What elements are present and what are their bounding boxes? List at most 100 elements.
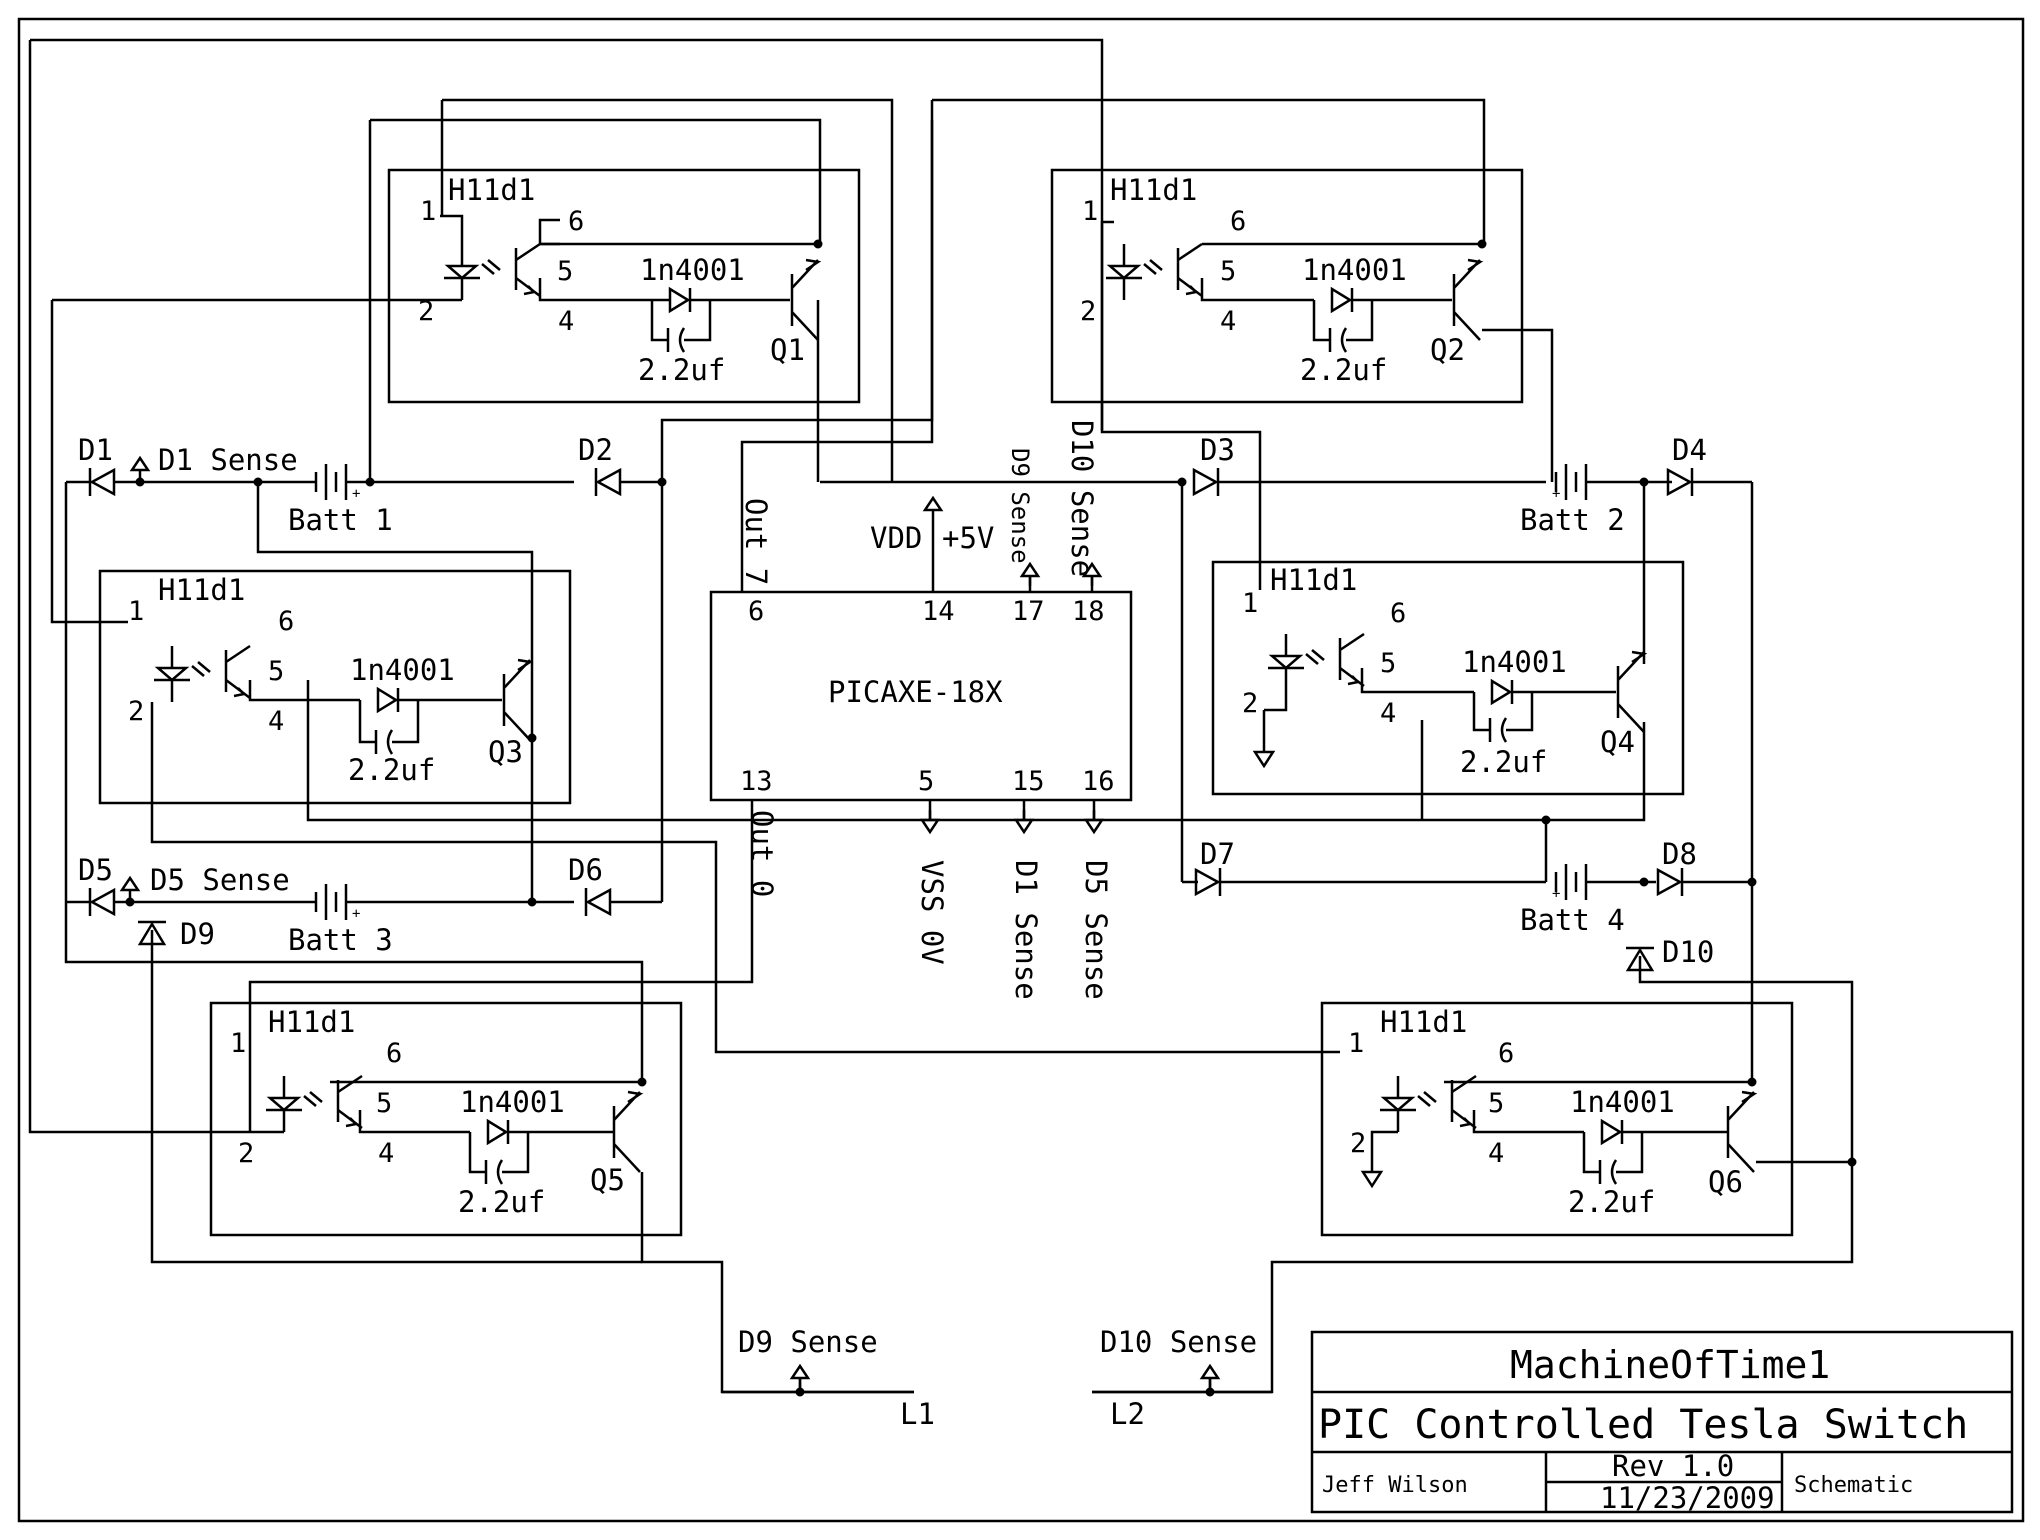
revision: Rev 1.0 (1612, 1449, 1734, 1483)
svg-text:5: 5 (557, 256, 573, 287)
svg-text:2: 2 (1350, 1128, 1366, 1159)
svg-text:4: 4 (1220, 306, 1236, 337)
q1-label: Q1 (770, 333, 805, 367)
author-handle: MachineOfTime1 (1510, 1343, 1830, 1387)
d10-sense-vertical: D10 Sense (1065, 420, 1099, 577)
svg-text:1n4001: 1n4001 (1302, 253, 1407, 287)
svg-text:5: 5 (1380, 648, 1396, 679)
module-q4: H11d1 1 2 6 5 4 1n4001 2.2uf Q4 (1211, 560, 1685, 796)
svg-text:4: 4 (378, 1138, 394, 1169)
chip-name: PICAXE-18X (828, 675, 1003, 709)
loads: D9 Sense L1 D10 Sense L2 (722, 1325, 1272, 1431)
mid-rail: D5 D6 D5 Sense Batt 3 + D9 D7 D8 Batt 4 … (66, 837, 1752, 972)
svg-text:18: 18 (1072, 596, 1105, 627)
batt3-label: Batt 3 (288, 923, 393, 957)
d9-label: D9 (180, 917, 215, 951)
svg-text:1n4001: 1n4001 (350, 653, 455, 687)
out0-label: Out 0 (745, 810, 779, 897)
svg-text:1: 1 (1082, 196, 1098, 227)
svg-text:+: + (1552, 486, 1560, 502)
svg-text:+: + (352, 486, 360, 502)
d8-label: D8 (1662, 837, 1697, 871)
plus5v-label: +5V (942, 521, 994, 555)
svg-text:+: + (352, 906, 360, 922)
top-rail: D1 D2 D1 Sense Batt 1 + D3 D4 Batt 2 + (66, 433, 1752, 537)
date: 11/23/2009 (1600, 1481, 1775, 1515)
svg-text:2: 2 (1242, 688, 1258, 719)
vss-label: VSS 0V (915, 860, 949, 965)
svg-text:6: 6 (386, 1038, 402, 1069)
svg-text:16: 16 (1082, 766, 1115, 797)
svg-text:H11d1: H11d1 (268, 1005, 355, 1039)
diode-label: 1n4001 (640, 253, 745, 287)
svg-text:1n4001: 1n4001 (1570, 1085, 1675, 1119)
module-q5: H11d1 1 2 6 5 4 1n4001 2.2uf Q5 (209, 1001, 683, 1237)
svg-text:13: 13 (740, 766, 773, 797)
d1-sense-vertical: D1 Sense (1009, 860, 1043, 1000)
svg-text:2.2uf: 2.2uf (348, 753, 435, 787)
module-q1: H11d1 1 2 6 5 4 1n4001 2.2uf Q1 (387, 168, 861, 404)
svg-text:4: 4 (558, 306, 574, 337)
svg-text:6: 6 (568, 206, 584, 237)
opto-label: H11d1 (448, 173, 535, 207)
d9-sense-vertical: D9 Sense (1006, 448, 1034, 564)
d10-sense-bottom: D10 Sense (1100, 1325, 1257, 1359)
junctions (125, 239, 1857, 1167)
q4-label: Q4 (1600, 725, 1635, 759)
module-q3: H11d1 1 2 6 5 4 1n4001 2.2uf Q3 (98, 569, 572, 805)
l1-label: L1 (900, 1397, 935, 1431)
d5-sense-label: D5 Sense (150, 863, 290, 897)
q3-label: Q3 (488, 735, 523, 769)
svg-text:2: 2 (128, 696, 144, 727)
title-block: MachineOfTime1 PIC Controlled Tesla Swit… (1310, 1330, 2014, 1515)
svg-text:4: 4 (1488, 1138, 1504, 1169)
batt4-label: Batt 4 (1520, 903, 1625, 937)
svg-text:2: 2 (238, 1138, 254, 1169)
q6-label: Q6 (1708, 1165, 1743, 1199)
svg-text:1n4001: 1n4001 (1462, 645, 1567, 679)
d3-label: D3 (1200, 433, 1235, 467)
svg-text:1n4001: 1n4001 (460, 1085, 565, 1119)
svg-text:4: 4 (1380, 698, 1396, 729)
svg-text:2: 2 (1080, 296, 1096, 327)
d5-sense-vertical: D5 Sense (1079, 860, 1113, 1000)
svg-text:5: 5 (918, 766, 934, 797)
svg-text:2.2uf: 2.2uf (1568, 1185, 1655, 1219)
d1-sense-label: D1 Sense (158, 443, 298, 477)
d2-label: D2 (578, 433, 613, 467)
svg-text:5: 5 (268, 656, 284, 687)
svg-text:6: 6 (1230, 206, 1246, 237)
svg-text:1: 1 (1242, 588, 1258, 619)
svg-text:1: 1 (420, 196, 436, 227)
svg-text:2.2uf: 2.2uf (1300, 353, 1387, 387)
q2-label: Q2 (1430, 333, 1465, 367)
svg-text:H11d1: H11d1 (158, 573, 245, 607)
sheet-border (17, 17, 2025, 1523)
designer-name: Jeff Wilson (1322, 1473, 1468, 1498)
picaxe-chip: PICAXE-18X 6 14 17 18 13 5 15 16 VDD +5V… (709, 420, 1133, 1000)
svg-text:+: + (1552, 886, 1560, 902)
svg-text:5: 5 (1220, 256, 1236, 287)
module-q2: H11d1 1 2 6 5 4 1n4001 2.2uf Q2 (1050, 168, 1524, 404)
q5-label: Q5 (590, 1163, 625, 1197)
d5-label: D5 (78, 853, 113, 887)
svg-text:17: 17 (1012, 596, 1045, 627)
sheet-type: Schematic (1794, 1473, 1913, 1498)
d10-label: D10 (1662, 935, 1714, 969)
d4-label: D4 (1672, 433, 1707, 467)
svg-text:H11d1: H11d1 (1270, 563, 1357, 597)
svg-text:5: 5 (1488, 1088, 1504, 1119)
page-title: PIC Controlled Tesla Switch (1318, 1402, 1968, 1448)
d9-sense-bottom: D9 Sense (738, 1325, 878, 1359)
svg-text:H11d1: H11d1 (1110, 173, 1197, 207)
svg-text:2.2uf: 2.2uf (1460, 745, 1547, 779)
svg-text:6: 6 (1498, 1038, 1514, 1069)
svg-text:1: 1 (1348, 1028, 1364, 1059)
module-q6: H11d1 1 2 6 5 4 1n4001 2.2uf Q6 (1320, 1001, 1794, 1237)
l2-label: L2 (1110, 1397, 1145, 1431)
svg-text:H11d1: H11d1 (1380, 1005, 1467, 1039)
svg-text:6: 6 (1390, 598, 1406, 629)
svg-text:5: 5 (376, 1088, 392, 1119)
svg-text:6: 6 (278, 606, 294, 637)
